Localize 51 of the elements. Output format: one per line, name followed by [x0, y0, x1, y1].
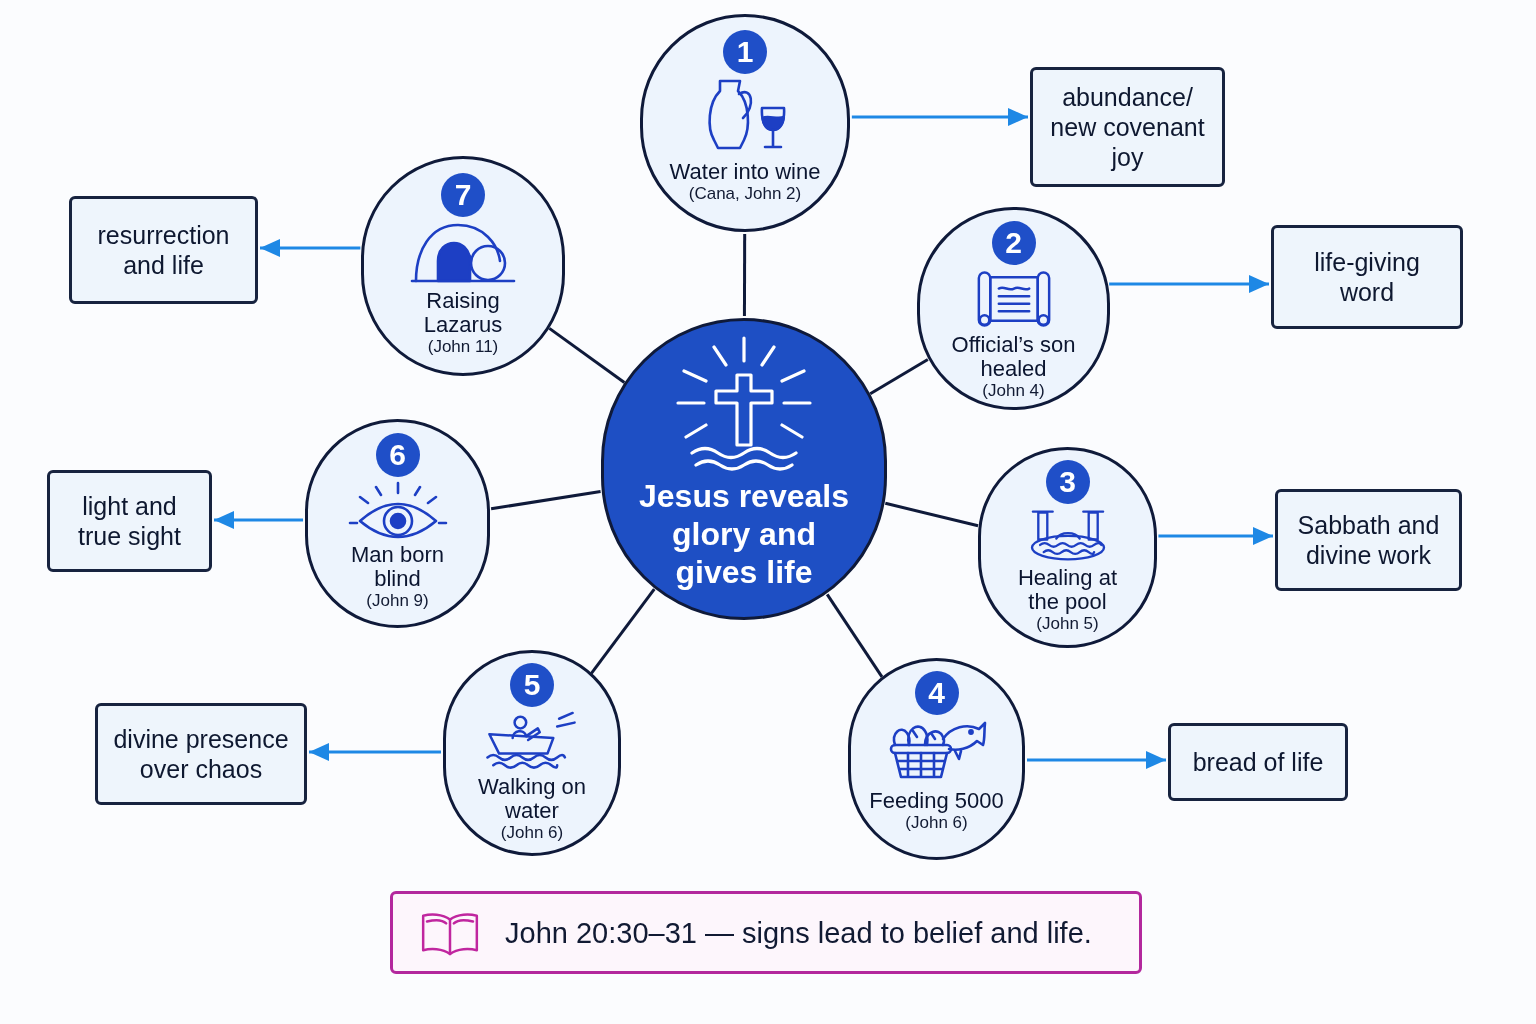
connector-line [869, 358, 929, 396]
scripture-reference: (Cana, John 2) [688, 184, 802, 204]
step-number: 7 [441, 173, 485, 217]
arrow [1109, 275, 1269, 293]
step-number: 1 [723, 30, 767, 74]
sign-title: Official’s son healed [950, 333, 1077, 381]
meaning-box [1168, 723, 1348, 801]
connector-line [590, 588, 656, 675]
scripture-reference: (John 4) [982, 381, 1045, 401]
center-title: Jesus reveals glory and gives life [638, 477, 850, 591]
meaning-box [1030, 67, 1225, 187]
step-number: 2 [991, 221, 1036, 265]
sign-title: Feeding 5000 [869, 789, 1004, 813]
meaning-text: bread of life [1192, 747, 1324, 777]
scripture-reference: (John 9) [366, 591, 429, 611]
meaning-text: light and true sight [77, 491, 182, 551]
step-number: 5 [510, 663, 554, 707]
step-number: 4 [914, 671, 959, 715]
scripture-reference: (John 6) [500, 823, 564, 843]
scripture-reference: (John 5) [1036, 614, 1099, 634]
arrow [260, 239, 361, 257]
scripture-note [390, 891, 1142, 974]
meaning-text: divine presence over chaos [112, 724, 290, 784]
meaning-text: resurrection and life [96, 220, 231, 280]
meaning-text: abundance/ new covenant joy [1049, 82, 1206, 172]
arrow [214, 511, 304, 529]
arrow [1027, 751, 1166, 769]
sign-title: Healing at the pool [1016, 566, 1119, 614]
arrow [1158, 527, 1273, 545]
sign-title: Man born blind [350, 543, 445, 591]
sign-title: Walking on water [477, 775, 587, 823]
meaning-box [95, 703, 307, 805]
connector-line [825, 593, 884, 678]
meaning-box [47, 470, 212, 572]
sign-title: Water into wine [669, 160, 821, 184]
meaning-text: life-giving word [1313, 247, 1421, 307]
step-number: 6 [375, 433, 420, 477]
meaning-box [1271, 225, 1463, 329]
scripture-text: John 20:30–31 — signs lead to belief and life. [505, 915, 1092, 950]
sign-title: Raising Lazarus [422, 289, 504, 337]
scripture-reference: (John 6) [905, 813, 968, 833]
step-number: 3 [1045, 460, 1090, 504]
connector-line [742, 234, 747, 316]
connector-line [548, 327, 626, 384]
arrow [851, 108, 1028, 126]
scripture-reference: (John 11) [427, 337, 499, 357]
connector-line [490, 490, 601, 511]
meaning-box [69, 196, 258, 304]
arrow [309, 743, 441, 761]
meaning-text: Sabbath and divine work [1296, 510, 1441, 570]
meaning-box [1275, 489, 1462, 591]
